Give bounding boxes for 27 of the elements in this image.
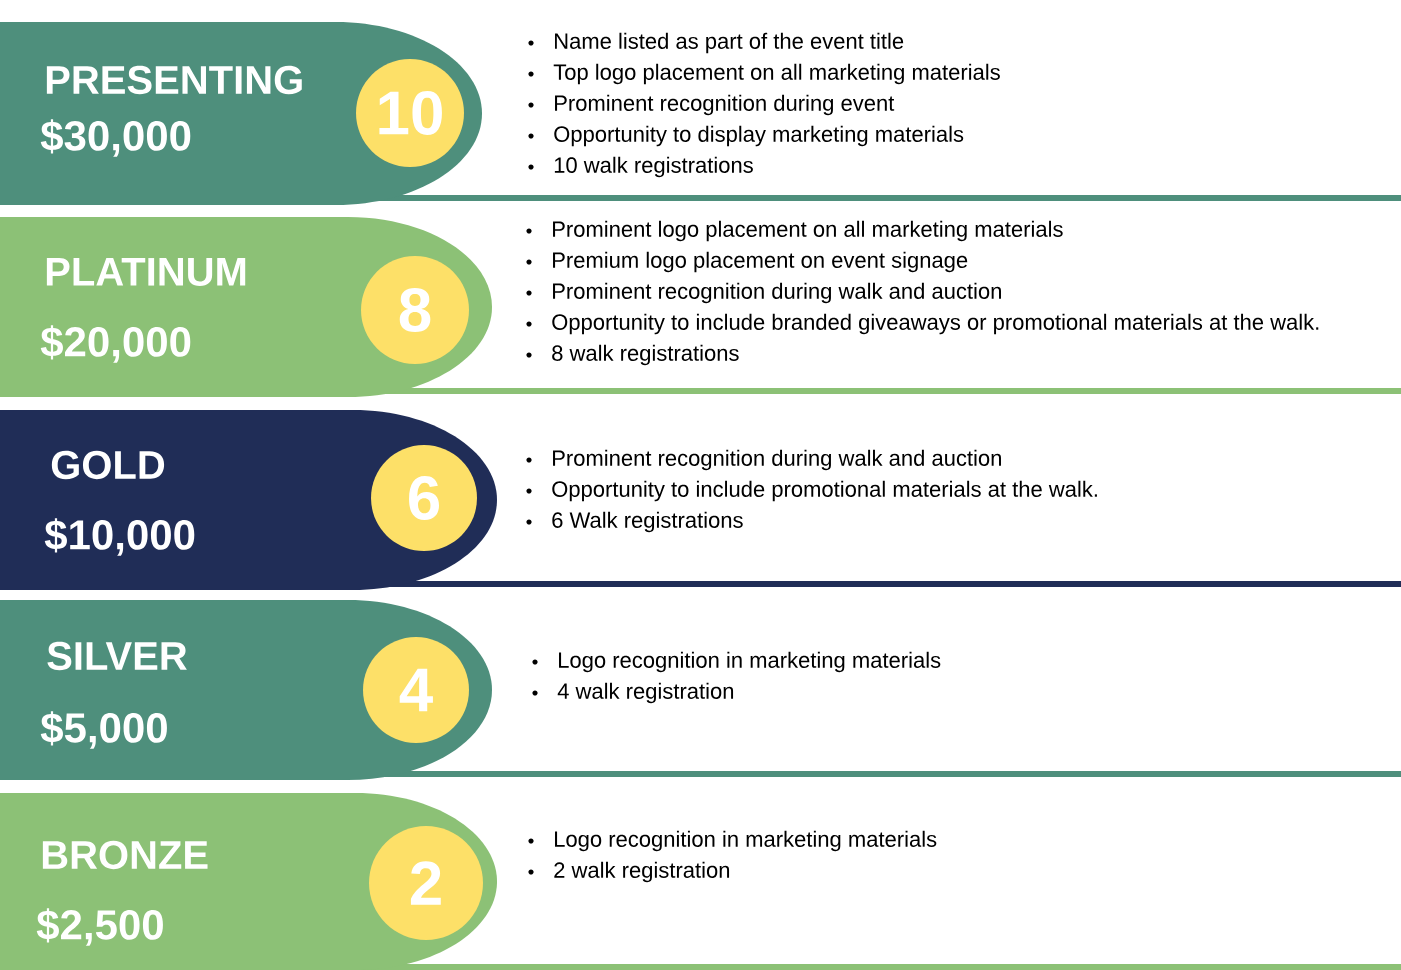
bullet-item: 4 walk registration [532, 682, 734, 704]
price-text: $30,000 [40, 119, 191, 157]
bullet-item: Opportunity to include branded giveaways or promotional materials at the walk. [526, 313, 1319, 335]
tier-name: BRONZE [42, 840, 208, 870]
bullet-item: Prominent recognition during walk and auction [526, 282, 1001, 304]
bullet-item: Prominent recognition during event [528, 94, 895, 116]
tier-name: PRESENTING [46, 65, 302, 95]
bullet-item: 6 Walk registrations [526, 511, 743, 533]
tier-name: SILVER [47, 641, 187, 671]
bullet-item: Top logo placement on all marketing materials [528, 63, 1000, 85]
price-text: $20,000 [40, 325, 191, 363]
tier-name: PLATINUM [46, 258, 246, 286]
tier-name: GOLD [51, 450, 165, 480]
bullet-item: Prominent logo placement on all marketing materials [526, 220, 1063, 242]
price-text: $10,000 [44, 518, 195, 556]
bullet-item: Logo recognition in marketing materials [528, 830, 937, 852]
price-text: $5,000 [40, 711, 167, 749]
bullet-item: 2 walk registration [528, 861, 730, 883]
bullet-item: Logo recognition in marketing materials [532, 651, 941, 673]
bullet-item: Prominent recognition during walk and auction [526, 449, 1001, 471]
bullet-item: Name listed as part of the event title [528, 32, 904, 54]
bullet-item: Premium logo placement on event signage [526, 251, 968, 273]
bullet-item: 10 walk registrations [528, 156, 753, 178]
bullet-item: Opportunity to include promotional materials at the walk. [526, 480, 1097, 502]
price-text: $2,500 [36, 908, 163, 946]
bullet-item: 8 walk registrations [526, 344, 739, 366]
bullet-item: Opportunity to display marketing materials [528, 125, 964, 147]
